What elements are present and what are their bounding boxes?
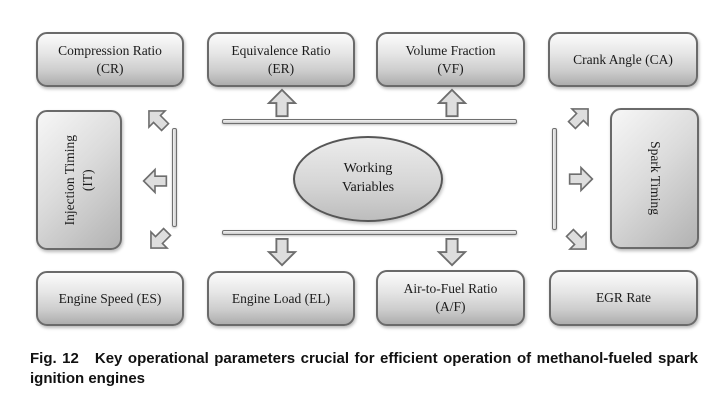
box-volume-fraction-label: Volume Fraction [405, 42, 496, 58]
connector-bar-left [172, 128, 177, 227]
figure-caption-line2: ignition engines [30, 369, 145, 387]
box-equivalence-ratio: Equivalence Ratio (ER) [207, 32, 355, 87]
box-injection-timing: Injection Timing (IT) [36, 110, 122, 250]
figure-caption-line1: Fig. 12 Key operational parameters crucia… [30, 349, 698, 369]
box-egr-rate-label: EGR Rate [595, 290, 652, 306]
box-air-to-fuel-ratio: Air-to-Fuel Ratio (A/F) [376, 270, 525, 326]
box-equivalence-ratio-abbrev: (ER) [267, 60, 295, 76]
box-spark-timing-label: Spark Timing [647, 141, 663, 216]
box-egr-rate: EGR Rate [549, 270, 698, 326]
arrow-down-to-engine-load-icon [266, 237, 298, 267]
box-equivalence-ratio-label: Equivalence Ratio [231, 42, 331, 58]
connector-bar-right [552, 128, 557, 230]
arrow-upright-to-crank-angle-icon [567, 108, 589, 130]
arrow-left-to-injection-timing-icon [142, 167, 168, 195]
box-engine-speed-label: Engine Speed (ES) [58, 290, 162, 306]
box-injection-timing-label: Injection Timing [61, 134, 77, 226]
working-variables-line1: Working [343, 161, 393, 177]
box-crank-angle: Crank Angle (CA) [548, 32, 698, 87]
arrow-right-to-spark-timing-icon [568, 165, 594, 193]
arrow-up-to-volume-fraction-icon [436, 88, 468, 118]
box-compression-ratio: Compression Ratio (CR) [36, 32, 184, 87]
box-compression-ratio-label: Compression Ratio [58, 42, 162, 58]
box-air-to-fuel-ratio-abbrev: (A/F) [435, 299, 466, 314]
arrow-downright-to-egr-rate-icon [565, 228, 587, 250]
box-engine-load-label: Engine Load (EL) [231, 290, 331, 306]
arrow-upleft-to-compression-ratio-icon [148, 110, 170, 132]
arrow-down-to-air-fuel-ratio-icon [436, 237, 468, 267]
box-air-to-fuel-ratio-label: Air-to-Fuel Ratio [403, 281, 498, 297]
connector-bar-bottom [222, 230, 517, 235]
box-crank-angle-label: Crank Angle (CA) [573, 51, 673, 67]
working-variables-ellipse: Working Variables [293, 136, 443, 222]
box-volume-fraction-abbrev: (VF) [437, 60, 464, 76]
box-spark-timing: Spark Timing [610, 108, 699, 249]
box-engine-speed: Engine Speed (ES) [36, 271, 184, 326]
box-engine-load: Engine Load (EL) [207, 271, 355, 326]
figure-caption-label: Fig. 12 [30, 350, 79, 367]
box-compression-ratio-abbrev: (CR) [96, 60, 124, 76]
working-variables-line2: Variables [341, 180, 395, 195]
figure-caption-text: Key operational parameters crucial for e… [94, 350, 699, 367]
connector-bar-top [222, 119, 517, 124]
arrow-up-to-equivalence-ratio-icon [266, 88, 298, 118]
box-injection-timing-abbrev: (IT) [80, 169, 96, 191]
box-volume-fraction: Volume Fraction (VF) [376, 32, 525, 87]
arrow-downleft-to-engine-speed-icon [150, 227, 172, 249]
box-injection-timing-text: Injection Timing (IT) [61, 135, 97, 225]
box-injection-timing-textwrap: Injection Timing (IT) [38, 112, 120, 248]
box-spark-timing-textwrap: Spark Timing [612, 110, 697, 247]
figure-caption: Fig. 12 Key operational parameters crucia… [30, 349, 698, 388]
